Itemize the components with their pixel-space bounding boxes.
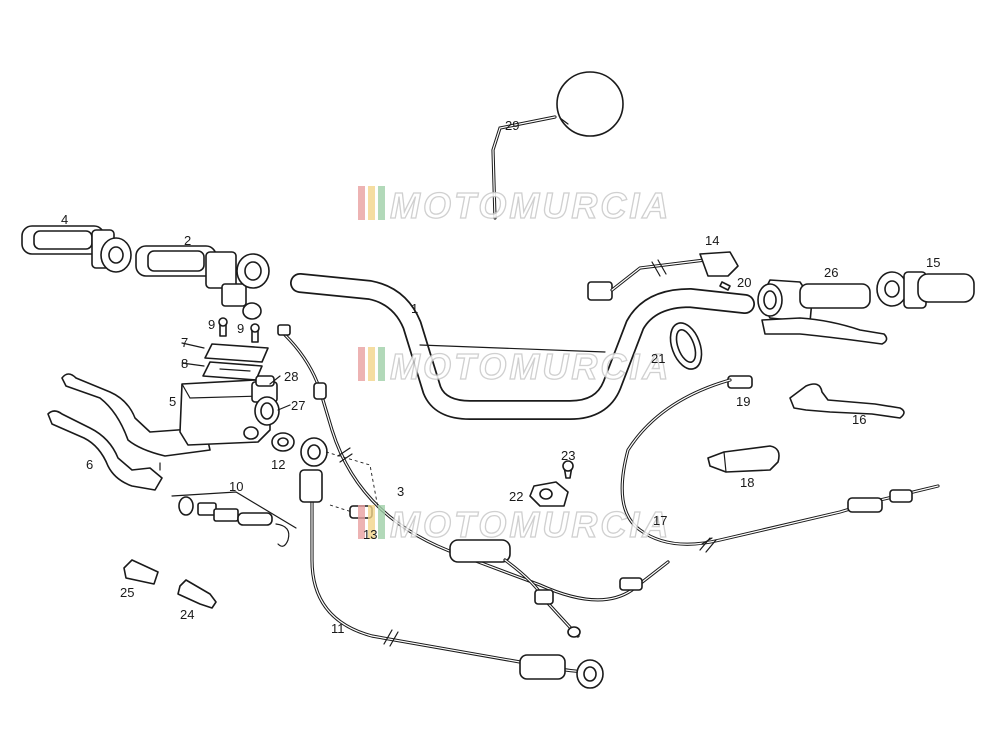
callout-9b: 9 [237, 321, 244, 336]
callout-28: 28 [284, 369, 298, 384]
watermark-stripe-yellow [368, 186, 375, 220]
callout-12: 12 [271, 457, 285, 472]
watermark-stripe-green [378, 347, 385, 381]
watermark-text: MOTOMURCIA [390, 185, 671, 226]
callout-11: 11 [331, 621, 345, 636]
kill-switch-cable [587, 251, 739, 301]
cable-tie [669, 322, 703, 370]
leader-lines [159, 342, 291, 471]
callout-10: 10 [229, 479, 243, 494]
clutch-lever-left [47, 410, 163, 491]
callout-6: 6 [86, 457, 93, 472]
callout-7: 7 [181, 335, 188, 350]
watermark-bottom: MOTOMURCIA [358, 503, 671, 546]
banjo-bolt [255, 375, 275, 387]
watermark-stripe-green [378, 186, 385, 220]
callout-27: 27 [291, 398, 305, 413]
callout-15: 15 [926, 255, 940, 270]
watermark-middle: MOTOMURCIA [358, 345, 671, 388]
callout-9a: 9 [208, 317, 215, 332]
watermark-text: MOTOMURCIA [390, 346, 671, 387]
right-grip [876, 271, 975, 309]
watermark-text: MOTOMURCIA [390, 504, 671, 545]
clutch-cable-adjuster [727, 375, 753, 389]
callout-5: 5 [169, 394, 176, 409]
master-cylinder-piston-kit [171, 491, 297, 547]
callout-23: 23 [561, 448, 575, 463]
switch-plug [177, 579, 217, 609]
callout-8: 8 [181, 356, 188, 371]
callout-17: 17 [653, 513, 667, 528]
callout-29: 29 [505, 118, 519, 133]
watermark-stripe-red [358, 186, 365, 220]
callout-1: 1 [411, 301, 418, 316]
callout-22: 22 [509, 489, 523, 504]
cable-break-marks [337, 259, 717, 647]
watermark-stripe-red [358, 505, 365, 539]
front-brake-hose [299, 437, 604, 689]
callout-labels: 1 2 3 4 5 6 7 8 9 9 10 11 12 13 14 15 16… [61, 118, 940, 636]
callout-21: 21 [651, 351, 665, 366]
rear-view-mirror [491, 71, 624, 220]
callout-26: 26 [824, 265, 838, 280]
brake-master-cylinder [61, 373, 280, 457]
cable-clamp [529, 460, 574, 507]
callout-24: 24 [180, 607, 194, 622]
callout-2: 2 [184, 233, 191, 248]
watermark-top: MOTOMURCIA [358, 184, 671, 227]
callout-13: 13 [363, 527, 377, 542]
watermark-stripe-red [358, 347, 365, 381]
callout-3: 3 [397, 484, 404, 499]
callout-14: 14 [705, 233, 719, 248]
watermark-stripe-green [378, 505, 385, 539]
callout-4: 4 [61, 212, 68, 227]
callout-19: 19 [736, 394, 750, 409]
throttle-grip-assembly [135, 245, 270, 320]
callout-16: 16 [852, 412, 866, 427]
watermark-stripe-yellow [368, 347, 375, 381]
watermark-stripe-yellow [368, 505, 375, 539]
clutch-lever-bracket [757, 279, 888, 345]
sealing-washer [271, 432, 295, 452]
throttle-cable [277, 324, 670, 638]
callout-18: 18 [740, 475, 754, 490]
watermark: MOTOMURCIA MOTOMURCIA MOTOMURCIA [358, 184, 671, 546]
brake-lever-right [789, 383, 905, 419]
brake-light-switch [123, 559, 159, 585]
clamp-screw [719, 281, 731, 291]
callout-20: 20 [737, 275, 751, 290]
left-grip [21, 225, 132, 273]
handlebar [290, 273, 755, 420]
callout-25: 25 [120, 585, 134, 600]
lever-rubber-boot [707, 445, 780, 473]
clutch-cable [620, 378, 940, 546]
